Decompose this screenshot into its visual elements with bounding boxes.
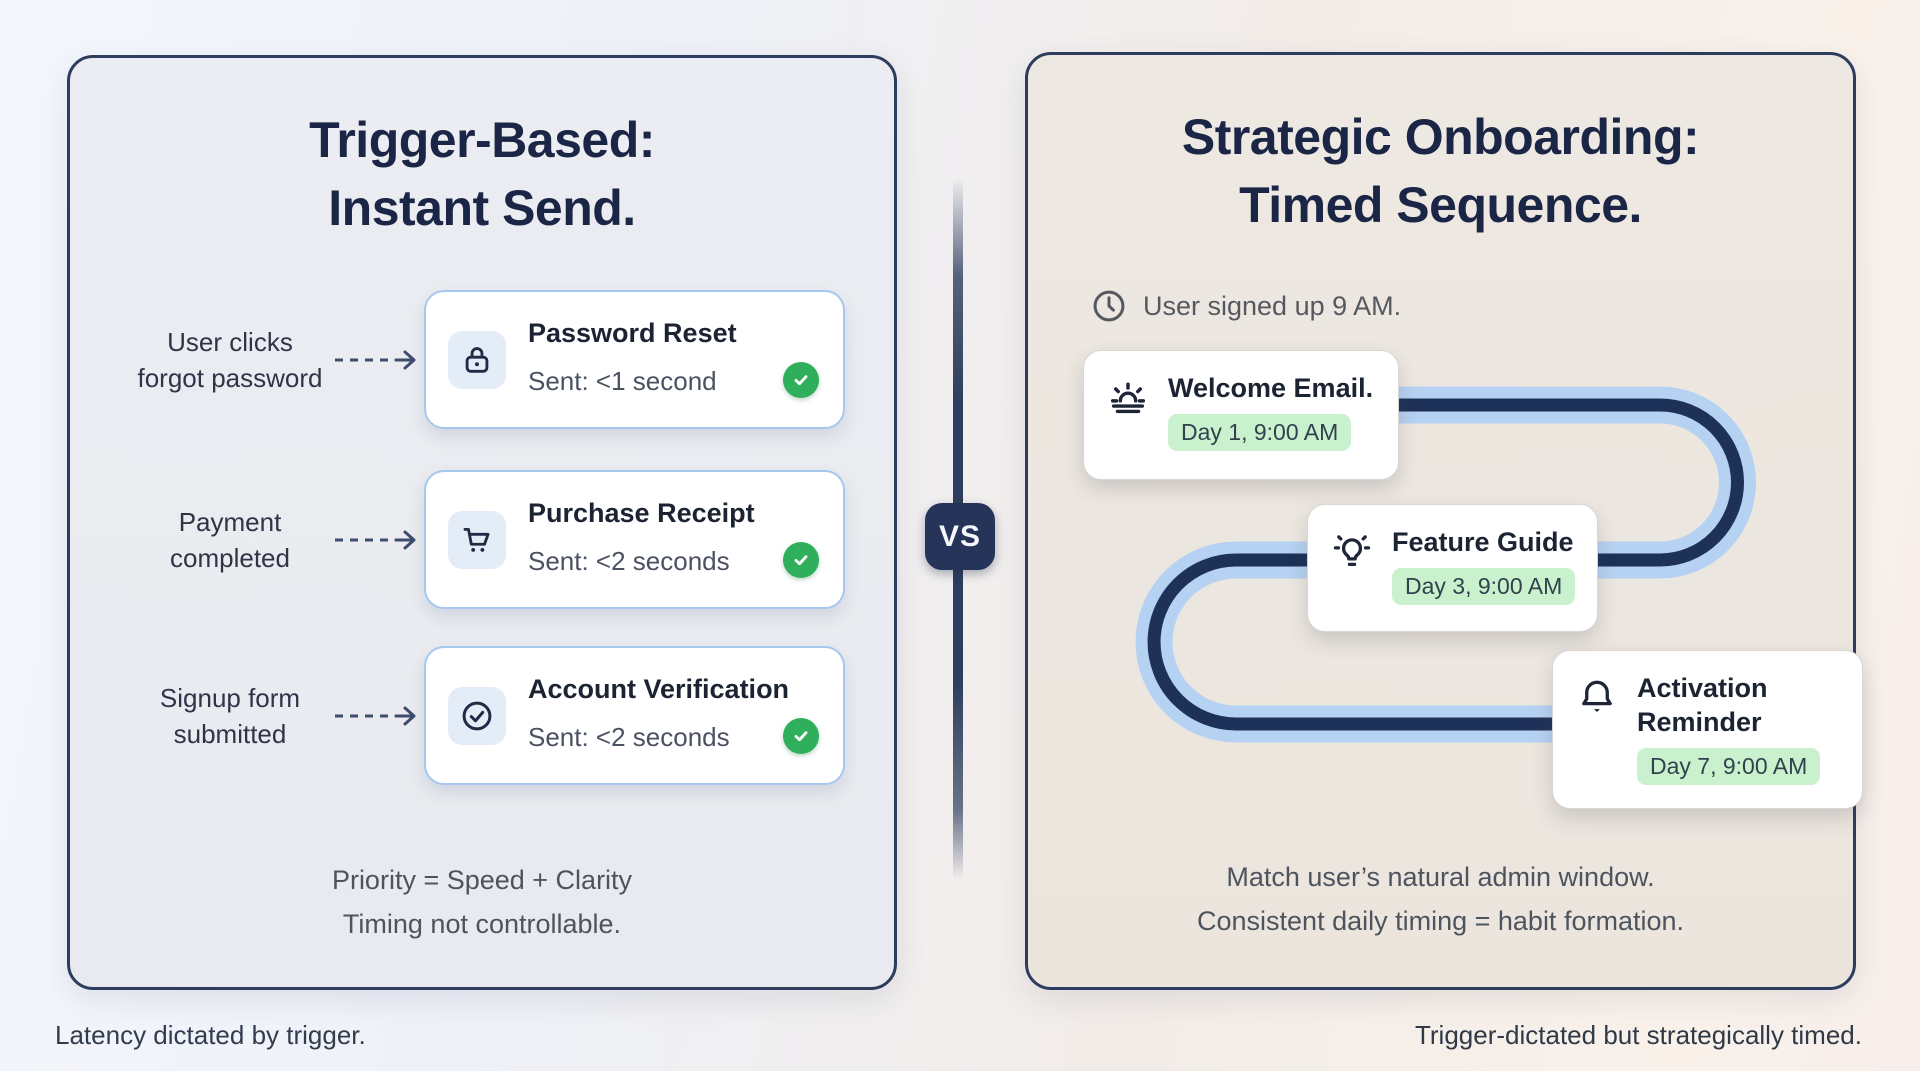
lightbulb-icon (1328, 525, 1376, 613)
left-panel-note: Priority = Speed + Clarity Timing not co… (331, 865, 633, 939)
trigger-label: Payment completed (170, 506, 290, 573)
bell-icon (1573, 671, 1621, 790)
left-title-line2: Instant Send. (328, 180, 636, 236)
footer-left: Latency dictated by trigger. (55, 1020, 366, 1050)
dashed-arrow-icon (335, 530, 416, 549)
sent-check-icon (783, 718, 819, 754)
right-title-line1: Strategic Onboarding: (1181, 109, 1700, 165)
strategic-onboarding-panel: Strategic Onboarding: Timed Sequence. Us… (1025, 52, 1863, 990)
dashed-arrow-icon (335, 350, 416, 369)
email-card-subtitle: Sent: <2 seconds (528, 546, 730, 576)
clock-icon (1093, 290, 1125, 322)
timeline-path (1135, 386, 1756, 743)
trigger-row-account-verification: Signup form submitted Account Verificati… (70, 646, 894, 785)
trigger-label: Signup form submitted (159, 682, 301, 749)
step-card-welcome-email[interactable]: Welcome Email. Day 1, 9:00 AM (1083, 350, 1399, 480)
sent-check-icon (783, 542, 819, 578)
signup-time-row: User signed up 9 AM. (1090, 287, 1401, 325)
trigger-based-panel: Trigger-Based: Instant Send. User clicks… (67, 55, 897, 990)
right-title-line2: Timed Sequence. (1239, 177, 1642, 233)
trigger-label: User clicks forgot password (137, 326, 323, 393)
left-panel-title: Trigger-Based: Instant Send. (70, 106, 894, 242)
trigger-row-password-reset: User clicks forgot password Password Res… (70, 290, 894, 429)
email-card-password-reset[interactable]: Password Reset Sent: <1 second (424, 290, 845, 429)
right-panel-title: Strategic Onboarding: Timed Sequence. (1028, 103, 1853, 239)
dashed-arrow-icon (335, 706, 416, 725)
email-card-account-verification[interactable]: Account Verification Sent: <2 seconds (424, 646, 845, 785)
sent-check-icon (783, 362, 819, 398)
step-title: Activation Reminder (1637, 673, 1768, 737)
signup-note: User signed up 9 AM. (1143, 290, 1402, 321)
step-day-badge: Day 1, 9:00 AM (1168, 414, 1352, 451)
email-card-title: Purchase Receipt (528, 498, 755, 528)
step-day-badge: Day 3, 9:00 AM (1392, 568, 1576, 605)
email-card-title: Password Reset (528, 318, 737, 348)
lock-icon (448, 330, 506, 389)
right-panel-note: Match user’s natural admin window. Consi… (1197, 862, 1684, 936)
step-title: Feature Guide (1392, 527, 1574, 557)
vs-badge: VS (925, 503, 995, 570)
step-card-feature-guide[interactable]: Feature Guide Day 3, 9:00 AM (1307, 504, 1598, 632)
step-title: Welcome Email. (1168, 373, 1374, 403)
trigger-row-purchase-receipt: Payment completed Purchase Receipt Sent:… (70, 470, 894, 609)
footer-right: Trigger-dictated but strategically timed… (1414, 1020, 1862, 1050)
email-card-subtitle: Sent: <2 seconds (528, 722, 730, 752)
step-card-activation-reminder[interactable]: Activation Reminder Day 7, 9:00 AM (1552, 650, 1863, 809)
step-day-badge: Day 7, 9:00 AM (1637, 748, 1821, 785)
check-circle-icon (448, 686, 506, 745)
sunrise-icon (1104, 371, 1152, 461)
email-card-subtitle: Sent: <1 second (528, 366, 717, 396)
cart-icon (448, 510, 506, 569)
email-card-title: Account Verification (528, 674, 790, 704)
email-card-purchase-receipt[interactable]: Purchase Receipt Sent: <2 seconds (424, 470, 845, 609)
left-title-line1: Trigger-Based: (309, 112, 655, 168)
